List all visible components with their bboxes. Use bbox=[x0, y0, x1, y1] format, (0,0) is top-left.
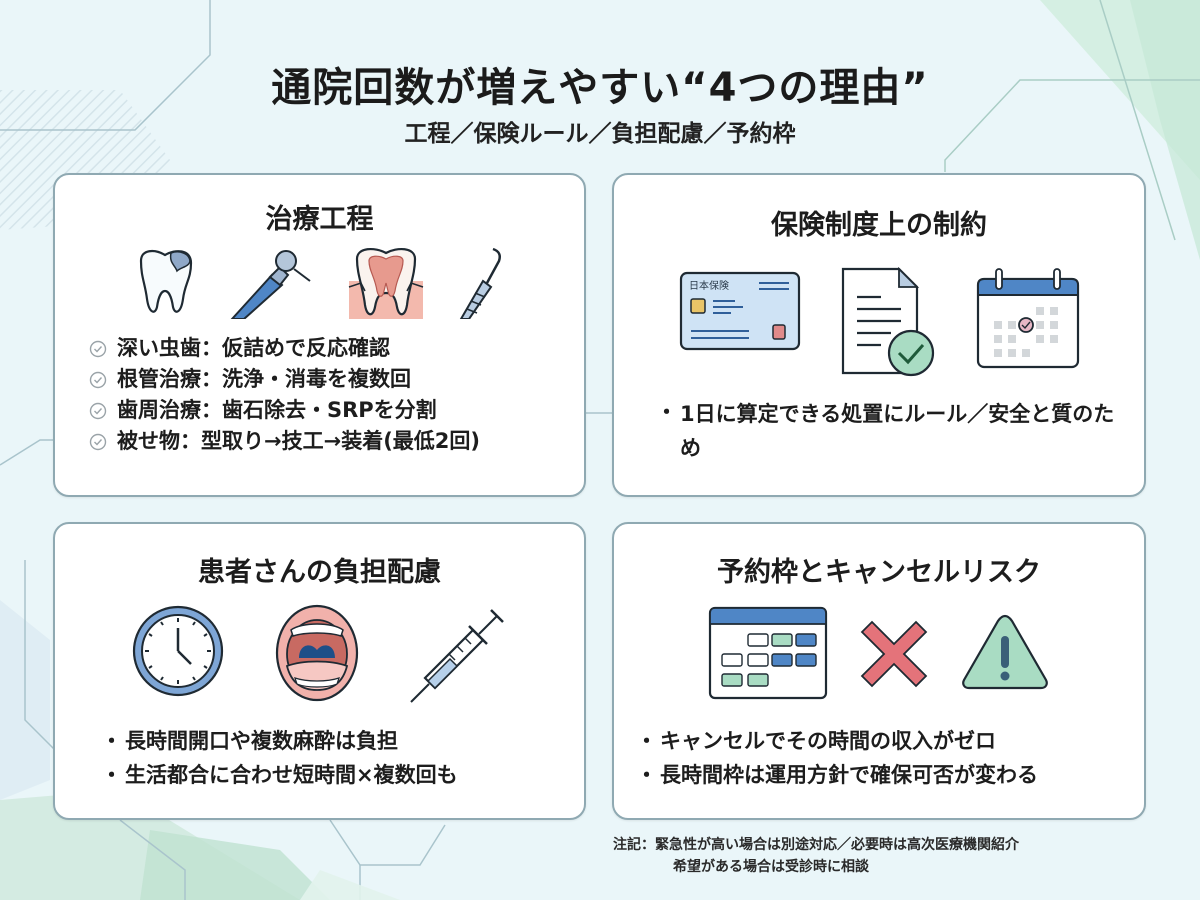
card-title: 治療工程 bbox=[265, 204, 374, 235]
list-item: 根管治療：洗浄・消毒を複数回 bbox=[89, 364, 480, 395]
open-mouth-icon bbox=[275, 604, 358, 702]
insurance-card-icon: 日本保険 bbox=[679, 271, 800, 351]
bullet-icon: ・ bbox=[101, 729, 122, 753]
bullet-icon: ・ bbox=[101, 763, 122, 787]
icon-row bbox=[55, 604, 584, 704]
list-item-text: 根管治療：洗浄・消毒を複数回 bbox=[117, 367, 411, 391]
bullet-icon: ・ bbox=[656, 400, 677, 424]
list-item-text: キャンセルでその時間の収入がゼロ bbox=[660, 729, 996, 753]
card-patient-burden: 患者さんの負担配慮 bbox=[53, 522, 586, 820]
cross-mark-icon bbox=[860, 620, 928, 688]
list-item: ・ 長時間開口や複数麻酔は負担 bbox=[101, 724, 458, 758]
schedule-grid-icon bbox=[708, 606, 828, 700]
card-booking-cancel-risk: 予約枠とキャンセルリスク bbox=[612, 522, 1146, 820]
decayed-tooth-icon bbox=[139, 249, 192, 313]
check-circle-icon bbox=[89, 371, 107, 388]
bullet-icon: ・ bbox=[636, 763, 657, 787]
insurance-notes-list: ・ 1日に算定できる処置にルール／安全と質のため bbox=[656, 397, 1116, 465]
dental-scaler-icon bbox=[459, 247, 501, 319]
approved-document-icon bbox=[841, 267, 934, 377]
list-item: 被せ物：型取り→技工→装着(最低2回) bbox=[89, 426, 480, 457]
treatment-steps-list: 深い虫歯：仮詰めで反応確認 根管治療：洗浄・消毒を複数回 歯周治療：歯石除去・S… bbox=[89, 333, 480, 457]
list-item: ・ キャンセルでその時間の収入がゼロ bbox=[636, 724, 1038, 758]
tooth-cross-section-icon bbox=[348, 247, 423, 319]
icon-row: 日本保険 bbox=[614, 267, 1144, 379]
list-item-text: 長時間枠は運用方針で確保可否が変わる bbox=[660, 763, 1038, 787]
list-item-text: 被せ物：型取り→技工→装着(最低2回) bbox=[117, 429, 480, 453]
list-item-text: 深い虫歯：仮詰めで反応確認 bbox=[117, 336, 390, 360]
page-title: 通院回数が増えやすい“4つの理由” bbox=[271, 65, 929, 111]
list-item-text: 1日に算定できる処置にルール／安全と質のため bbox=[680, 402, 1115, 460]
bullet-icon: ・ bbox=[636, 729, 657, 753]
card-title: 患者さんの負担配慮 bbox=[198, 557, 441, 588]
footnote-line-2: 希望がある場合は受診時に相談 bbox=[673, 859, 869, 875]
footnote-line-1: 注記：緊急性が高い場合は別途対応／必要時は高次医療機関紹介 bbox=[613, 837, 1019, 853]
list-item: ・ 長時間枠は運用方針で確保可否が変わる bbox=[636, 758, 1038, 792]
syringe-icon bbox=[409, 609, 504, 703]
list-item: 歯周治療：歯石除去・SRPを分割 bbox=[89, 395, 480, 426]
card-treatment-process: 治療工程 深い虫歯：仮詰めで反応確認 bbox=[53, 173, 586, 497]
list-item-text: 歯周治療：歯石除去・SRPを分割 bbox=[117, 398, 437, 422]
list-item-text: 長時間開口や複数麻酔は負担 bbox=[125, 729, 398, 753]
list-item: ・ 生活都合に合わせ短時間×複数回も bbox=[101, 758, 458, 792]
card-insurance-constraints: 保険制度上の制約 日本保険 bbox=[612, 173, 1146, 497]
list-item-text: 生活都合に合わせ短時間×複数回も bbox=[125, 763, 458, 787]
icon-row bbox=[55, 247, 584, 319]
footnote: 注記：緊急性が高い場合は別途対応／必要時は高次医療機関紹介 希望がある場合は受診… bbox=[613, 834, 1019, 878]
list-item: ・ 1日に算定できる処置にルール／安全と質のため bbox=[656, 397, 1116, 465]
check-circle-icon bbox=[89, 433, 107, 450]
check-circle-icon bbox=[89, 402, 107, 419]
warning-icon bbox=[962, 614, 1048, 690]
patient-burden-list: ・ 長時間開口や複数麻酔は負担 ・ 生活都合に合わせ短時間×複数回も bbox=[101, 724, 458, 792]
svg-text:日本保険: 日本保険 bbox=[689, 279, 729, 292]
page-subtitle: 工程／保険ルール／負担配慮／予約枠 bbox=[404, 121, 796, 147]
clock-icon bbox=[132, 605, 223, 697]
icon-row bbox=[614, 606, 1144, 700]
card-title: 保険制度上の制約 bbox=[771, 210, 987, 241]
check-circle-icon bbox=[89, 340, 107, 357]
list-item: 深い虫歯：仮詰めで反応確認 bbox=[89, 333, 480, 364]
booking-risk-list: ・ キャンセルでその時間の収入がゼロ ・ 長時間枠は運用方針で確保可否が変わる bbox=[636, 724, 1038, 792]
calendar-icon bbox=[976, 268, 1079, 369]
dental-drill-icon bbox=[230, 250, 311, 319]
card-title: 予約枠とキャンセルリスク bbox=[717, 557, 1041, 588]
